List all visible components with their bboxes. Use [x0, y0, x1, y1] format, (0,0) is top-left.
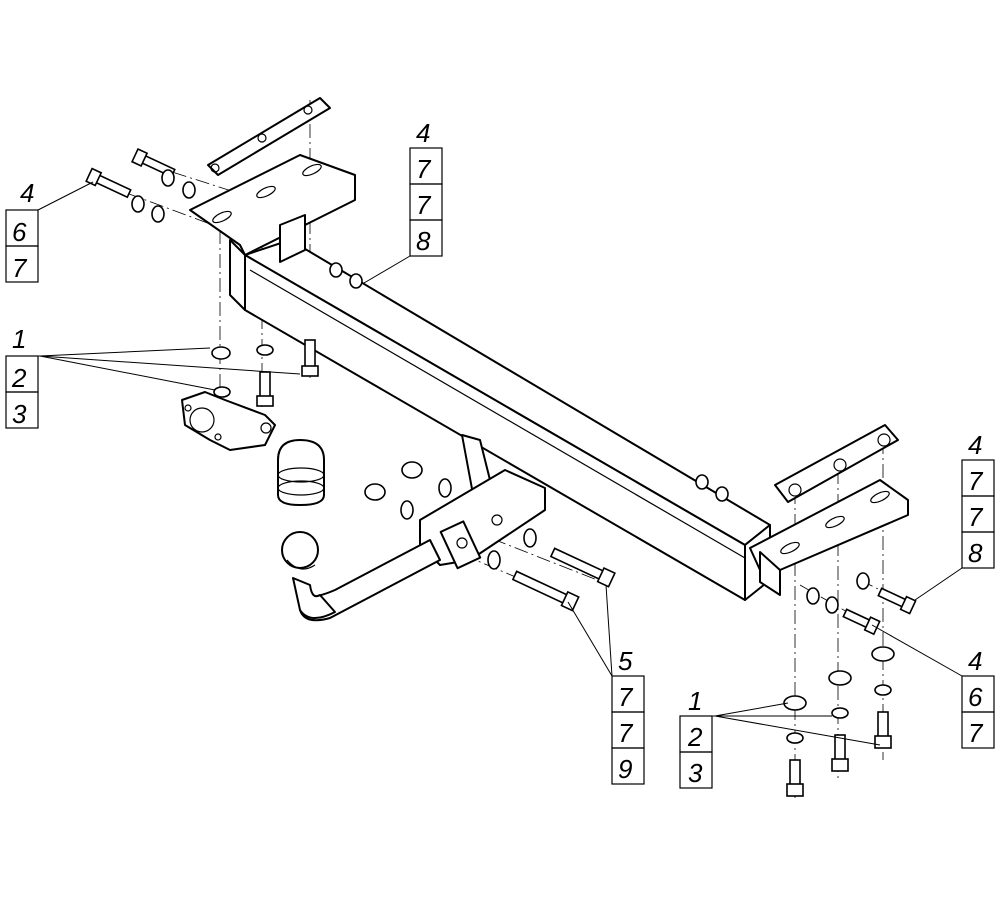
callout-bottom-right: 1 2 3 [679, 686, 881, 789]
callout-label: 4 [968, 430, 982, 460]
left-mount-bracket [189, 154, 356, 311]
callout-label: 4 [20, 178, 34, 208]
callout-label: 7 [12, 253, 28, 283]
callout-label: 7 [968, 502, 984, 532]
callout-label: 7 [968, 718, 984, 748]
ball-cap [277, 439, 325, 506]
right-mount-bracket [749, 479, 909, 596]
callout-label: 4 [968, 646, 982, 676]
callout-label: 9 [618, 754, 632, 784]
callout-label: 2 [687, 722, 703, 752]
callout-label: 5 [618, 646, 633, 676]
callout-label: 2 [11, 363, 27, 393]
callout-label: 1 [688, 686, 702, 716]
ball-arm [281, 434, 546, 622]
callout-label: 7 [618, 718, 634, 748]
callout-label: 7 [968, 466, 984, 496]
right-fasteners [783, 572, 917, 797]
callout-label: 3 [12, 399, 27, 429]
socket-plate [181, 391, 276, 451]
callout-top-center: 4 7 7 8 [363, 118, 443, 284]
callout-left-mid: 1 2 3 [5, 324, 301, 429]
center-fasteners [364, 461, 729, 612]
callout-label: 7 [416, 154, 432, 184]
callout-label: 7 [416, 190, 432, 220]
callout-top-left: 4 6 7 [5, 178, 94, 283]
callout-center-bottom: 5 7 7 9 [567, 584, 645, 785]
callout-label: 8 [968, 538, 983, 568]
callout-right-mid: 4 6 7 [871, 624, 995, 749]
callout-right-top: 4 7 7 8 [914, 430, 995, 601]
callout-label: 8 [416, 226, 431, 256]
left-fasteners [85, 147, 363, 407]
callout-label: 4 [416, 118, 430, 148]
callout-label: 1 [12, 324, 26, 354]
callout-label: 6 [12, 217, 27, 247]
callout-label: 6 [968, 682, 983, 712]
main-crossbeam [244, 239, 771, 601]
left-clamp-plate [207, 97, 331, 176]
callout-label: 3 [688, 758, 703, 788]
right-clamp-plate [774, 424, 899, 503]
callout-label: 7 [618, 682, 634, 712]
